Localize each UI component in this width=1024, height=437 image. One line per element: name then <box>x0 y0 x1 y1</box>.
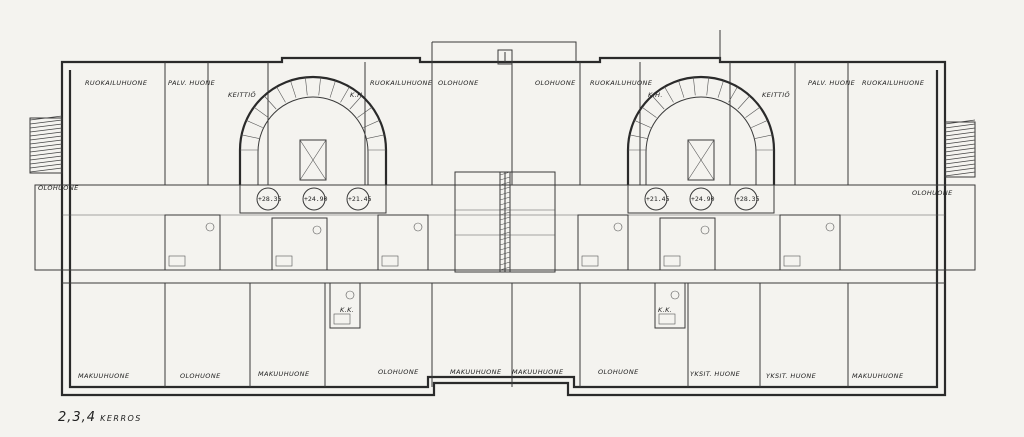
level-markers: +28.35 +24.90 +21.45 +21.45 +24.90 +28.3… <box>256 187 760 211</box>
room-labels-side: OLOHUONE OLOHUONE <box>38 184 953 197</box>
bathrooms <box>164 214 841 329</box>
top-partitions <box>164 62 849 185</box>
level-marker: +21.45 <box>646 195 670 203</box>
room-label: K.H. <box>648 91 663 99</box>
room-label: RUOKAILUHUONE <box>590 79 653 87</box>
level-marker: +21.45 <box>348 195 372 203</box>
room-label: KEITTIÖ <box>228 90 256 99</box>
room-label: OLOHUONE <box>598 368 639 376</box>
central-shaft <box>454 171 556 273</box>
room-label: OLOHUONE <box>38 184 79 192</box>
room-label: PALV. HUONE <box>808 79 856 87</box>
room-label: RUOKAILUHUONE <box>862 79 925 87</box>
level-marker: +28.35 <box>258 195 282 203</box>
staircase-right <box>626 75 776 214</box>
level-marker: +28.35 <box>736 195 760 203</box>
balcony-right <box>944 119 976 178</box>
room-label: YKSIT. HUONE <box>690 370 741 378</box>
room-labels-bottom: MAKUUHUONE OLOHUONE MAKUUHUONE OLOHUONE … <box>78 368 904 380</box>
small-labels: K.K. K.K. <box>340 306 672 314</box>
level-marker: +24.90 <box>304 195 328 203</box>
level-marker: +24.90 <box>691 195 715 203</box>
room-label: OLOHUONE <box>438 79 479 87</box>
room-labels-top: RUOKAILUHUONE PALV. HUONE KEITTIÖ K.H. R… <box>85 79 925 99</box>
room-label: OLOHUONE <box>378 368 419 376</box>
room-label: KEITTIÖ <box>762 90 790 99</box>
room-label: OLOHUONE <box>535 79 576 87</box>
room-label: PALV. HUONE <box>168 79 216 87</box>
room-label: K.K. <box>340 306 354 314</box>
room-label: RUOKAILUHUONE <box>370 79 433 87</box>
entrance-detail <box>497 30 721 65</box>
room-label: MAKUUHUONE <box>852 372 904 380</box>
room-label: OLOHUONE <box>180 372 221 380</box>
floor-numbers: 2,3,4 <box>58 410 97 425</box>
room-label: YKSIT. HUONE <box>766 372 817 380</box>
room-label: MAKUUHUONE <box>78 372 130 380</box>
floor-word: KERROS <box>100 414 142 423</box>
room-label: MAKUUHUONE <box>450 368 502 376</box>
room-label: RUOKAILUHUONE <box>85 79 148 87</box>
room-label: K.H. <box>350 91 365 99</box>
room-label: OLOHUONE <box>912 189 953 197</box>
room-label: MAKUUHUONE <box>258 370 310 378</box>
bottom-partitions <box>164 283 849 387</box>
room-label: MAKUUHUONE <box>512 368 564 376</box>
staircase-left <box>238 75 388 214</box>
room-label: K.K. <box>658 306 672 314</box>
balcony-left <box>29 115 63 174</box>
